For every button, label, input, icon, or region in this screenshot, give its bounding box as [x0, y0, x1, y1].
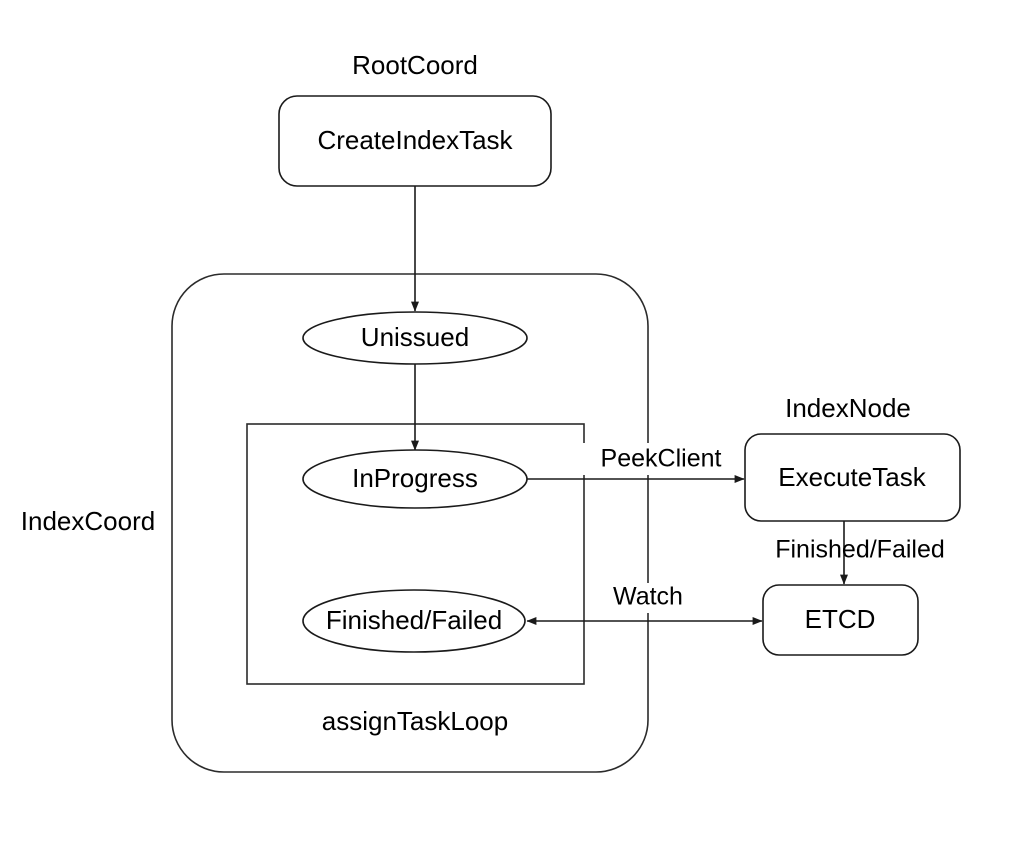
- group-label-indexcoord: IndexCoord: [21, 506, 155, 536]
- node-label-unissued: Unissued: [361, 322, 469, 352]
- group-label-indexnode: IndexNode: [785, 393, 911, 423]
- node-finished-failed-state[interactable]: Finished/Failed: [302, 589, 526, 653]
- node-label-finished-failed-state: Finished/Failed: [326, 605, 502, 635]
- node-shape-create-index-task: [278, 95, 552, 187]
- edge-label-bg-peekclient: [581, 443, 741, 475]
- node-etcd[interactable]: ETCD: [762, 584, 919, 656]
- edge-inprogress-to-executetask: PeekClient: [527, 443, 745, 483]
- edge-label-watch: Watch: [613, 583, 683, 611]
- edge-etcd-to-finishedfailed: Watch: [526, 583, 763, 625]
- node-label-etcd: ETCD: [805, 604, 876, 634]
- node-unissued[interactable]: Unissued: [302, 311, 528, 365]
- node-execute-task[interactable]: ExecuteTask: [744, 433, 961, 522]
- node-shape-unissued: [302, 311, 528, 365]
- node-shape-execute-task: [744, 433, 961, 522]
- node-label-in-progress: InProgress: [352, 463, 478, 493]
- edge-label-bg-watch: [603, 583, 695, 613]
- node-in-progress[interactable]: InProgress: [302, 449, 528, 509]
- edge-label-peekclient: PeekClient: [601, 445, 722, 473]
- edge-executetask-to-etcd: Finished/Failed: [775, 521, 945, 585]
- node-create-index-task[interactable]: CreateIndexTask: [278, 95, 552, 187]
- node-shape-etcd: [762, 584, 919, 656]
- group-indexcoord[interactable]: IndexCoord: [21, 273, 649, 773]
- group-label-rootcoord: RootCoord: [352, 50, 478, 80]
- node-shape-finished-failed-state: [302, 589, 526, 653]
- node-label-create-index-task: CreateIndexTask: [317, 125, 513, 155]
- group-label-assigntaskloop: assignTaskLoop: [322, 706, 508, 736]
- edge-label-finished-failed: Finished/Failed: [775, 536, 945, 564]
- node-shape-in-progress: [302, 449, 528, 509]
- indexcoord-boundary: [171, 273, 649, 773]
- node-label-execute-task: ExecuteTask: [778, 462, 926, 492]
